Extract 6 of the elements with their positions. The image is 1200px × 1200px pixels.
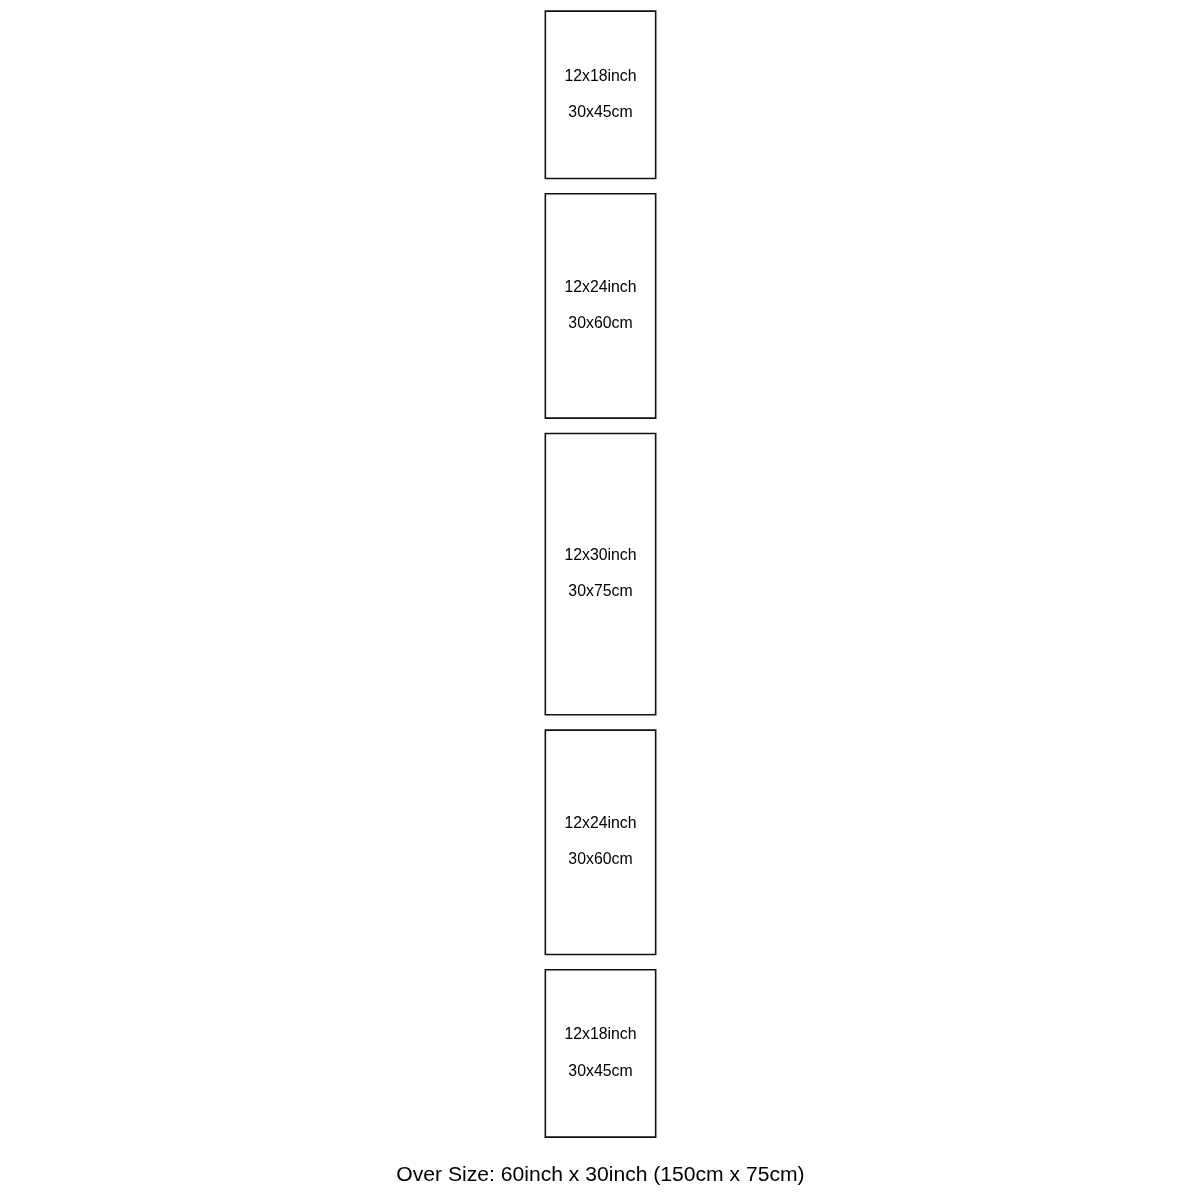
node-box: 12x24inch 30x60cm	[544, 192, 656, 419]
caption: Over Size: 60inch x 30inch (150cm x 75cm)	[395, 1161, 805, 1185]
node-box: 12x18inch 30x45cm	[544, 968, 656, 1138]
node-box: 12x18inch 30x45cm	[544, 9, 656, 179]
node-box: 12x30inch 30x75cm	[544, 432, 656, 716]
node-box: 12x24inch 30x60cm	[544, 728, 656, 955]
